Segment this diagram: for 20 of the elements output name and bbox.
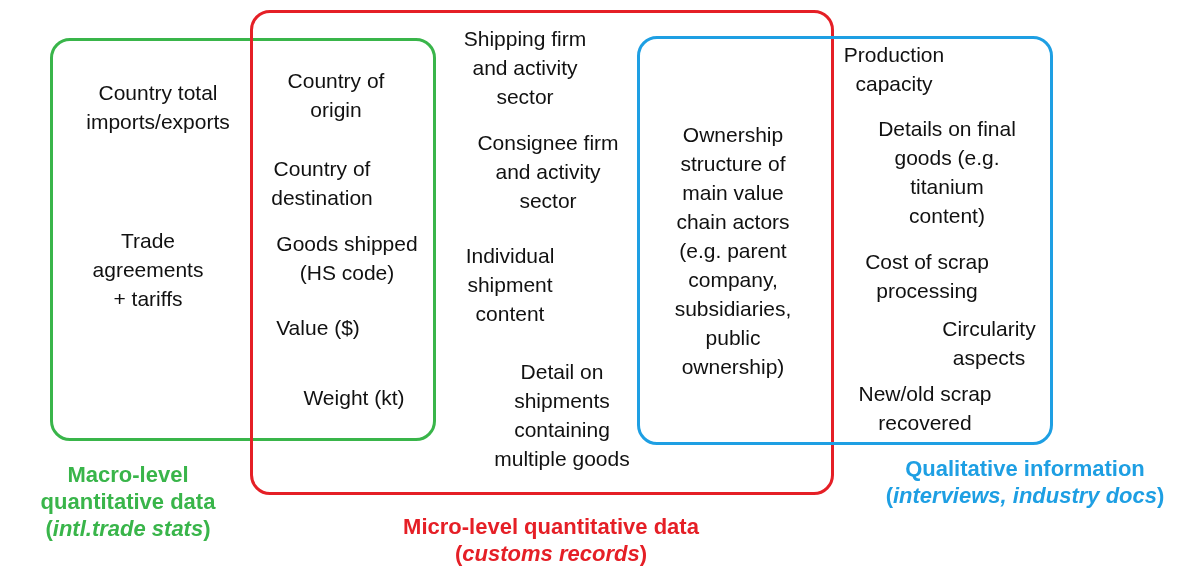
data-item: Value ($) [275, 315, 361, 341]
data-item: Production capacity [842, 42, 946, 97]
data-item: Country of origin [286, 68, 386, 123]
data-item: Detail on shipments containing multiple goods [493, 359, 631, 472]
data-item: Cost of scrap processing [864, 249, 990, 304]
group-heading: Micro-level quantitative data (customs records) [402, 513, 700, 567]
data-item: Country total imports/exports [85, 80, 231, 135]
data-item: Shipping firm and activity sector [462, 26, 588, 110]
data-item: Trade agreements + tariffs [91, 228, 205, 312]
data-item: Weight (kt) [302, 385, 406, 411]
data-item: Details on final goods (e.g. titanium content) [877, 116, 1017, 229]
group-heading: Macro-level quantitative data (intl.trade stats) [39, 461, 217, 542]
data-item: New/old scrap recovered [857, 381, 993, 436]
data-item: Individual shipment content [464, 243, 556, 327]
data-item: Goods shipped (HS code) [275, 231, 419, 286]
data-item: Ownership structure of main value chain actors (e.g. parent company, subsidiaries, public ownership) [673, 122, 793, 380]
data-item: Consignee firm and activity sector [476, 130, 620, 214]
data-item: Country of destination [270, 156, 374, 211]
group-heading: Qualitative information (interviews, industry docs) [884, 455, 1166, 509]
data-item: Circularity aspects [941, 316, 1037, 371]
